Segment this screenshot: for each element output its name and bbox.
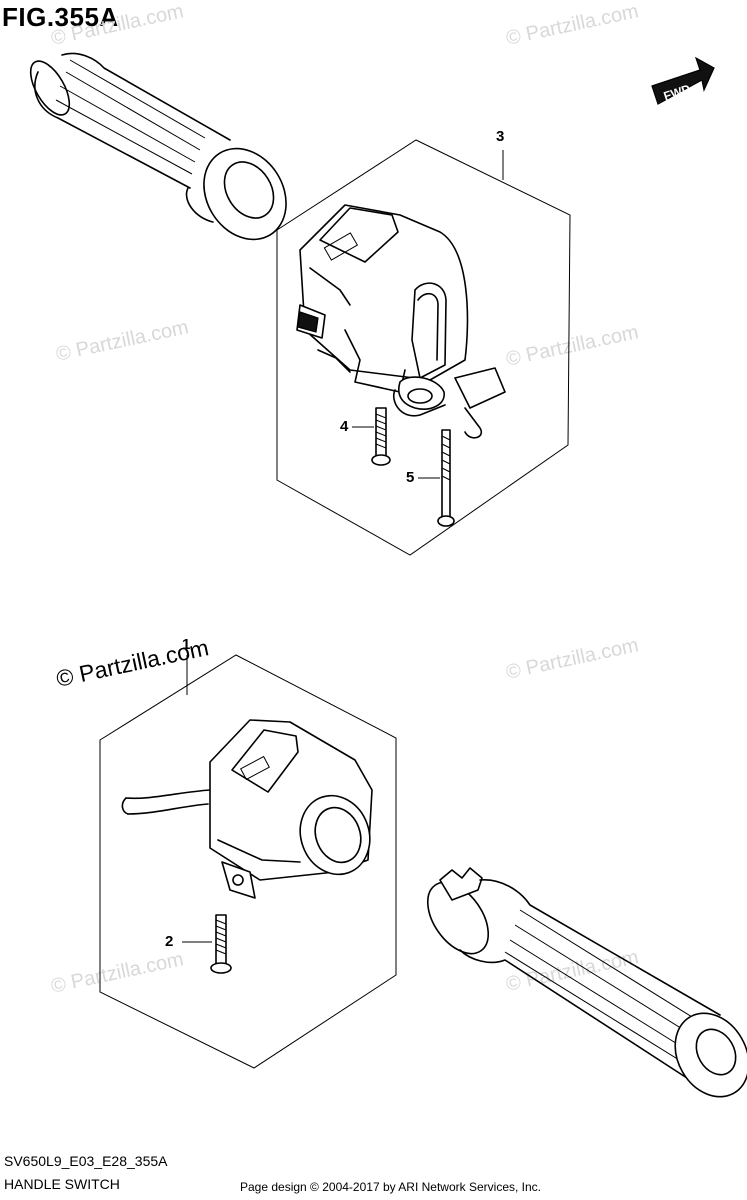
figure-title: FIG.355A xyxy=(2,2,119,32)
callout-4: 4 xyxy=(340,418,349,435)
screw-2 xyxy=(210,914,232,974)
callout-1: 1 xyxy=(182,636,191,653)
callout-3: 3 xyxy=(496,128,505,145)
callout-2: 2 xyxy=(165,933,174,950)
screw-5 xyxy=(437,429,455,527)
fwd-arrow-icon: FWD xyxy=(651,56,715,105)
right-handle-switch xyxy=(296,204,506,439)
left-grip xyxy=(29,52,287,241)
diagram-code: SV650L9_E03_E28_355A xyxy=(4,1153,168,1169)
right-grip xyxy=(426,867,747,1098)
left-handle-switch xyxy=(121,719,373,899)
screw-4 xyxy=(371,407,391,466)
page-credit: Page design © 2004-2017 by ARI Network S… xyxy=(240,1180,542,1194)
callout-5: 5 xyxy=(406,469,415,486)
diagram-title: HANDLE SWITCH xyxy=(4,1176,120,1192)
